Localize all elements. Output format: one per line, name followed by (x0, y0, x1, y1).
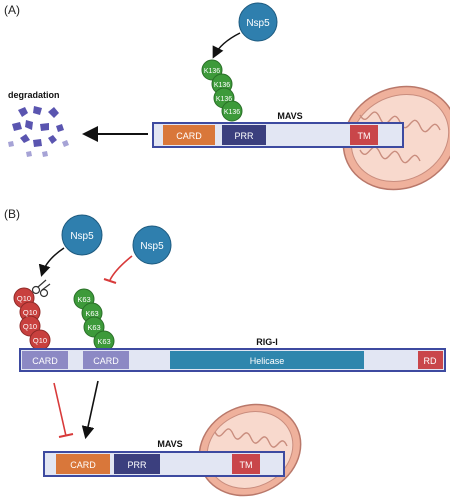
prr-domain-label: PRR (234, 131, 254, 141)
k136-ubiquitin-chain: K136 K136 K136 K136 (201, 59, 243, 122)
card-domain (56, 454, 110, 474)
rd-domain (418, 351, 443, 369)
prr-domain (222, 125, 266, 145)
k63-label: K63 (85, 309, 98, 318)
rigi-card-domain-2 (83, 351, 129, 369)
nsp5-protease-b-right: Nsp5 (132, 225, 172, 265)
mavs-title-a: MAVS (277, 111, 302, 121)
helicase-label: Helicase (250, 356, 285, 366)
card-domain-label: CARD (176, 131, 202, 141)
panel-a-label: (A) (4, 3, 20, 17)
degradation-fragments-icon (8, 106, 69, 157)
q10-ubiquitin-chain: Q10 Q10 Q10 Q10 (13, 287, 51, 351)
tm-domain (350, 125, 378, 145)
inhibit-line-to-mavs (53, 382, 67, 437)
nsp5-label: Nsp5 (70, 231, 94, 242)
mavs-protein-a: CARD PRR TM (152, 122, 404, 148)
prr-domain (114, 454, 160, 474)
rigi-protein: CARD CARD Helicase RD (19, 348, 446, 372)
nsp5-inhibit-line (109, 255, 133, 281)
prr-domain-label: PRR (127, 460, 147, 470)
rd-label: RD (424, 356, 437, 366)
rigi-card-label-1: CARD (32, 356, 58, 366)
ubiquitin-label: K136 (204, 68, 220, 75)
tm-domain (232, 454, 260, 474)
inhibit-bar (103, 278, 117, 284)
k63-label: K63 (87, 323, 100, 332)
q10-label: Q10 (33, 336, 47, 345)
card-domain (163, 125, 215, 145)
nsp5-protease-b-left: Nsp5 (61, 214, 103, 256)
k63-label: K63 (97, 337, 110, 346)
mavs-protein-b: CARD PRR TM (43, 451, 285, 477)
nsp5-arrow-a (212, 32, 241, 59)
q10-label: Q10 (23, 322, 37, 331)
nsp5-label: Nsp5 (140, 241, 164, 252)
rigi-title: RIG-I (256, 337, 278, 347)
activation-arrow-to-mavs (81, 380, 99, 440)
tm-domain-label: TM (240, 460, 253, 470)
k63-ubiquitin-chain: K63 K63 K63 K63 (73, 288, 115, 352)
inhibit-bar-mavs (58, 433, 74, 438)
k63-label: K63 (77, 295, 90, 304)
nsp5-protease-a: Nsp5 (238, 2, 278, 42)
tm-domain-label: TM (358, 131, 371, 141)
q10-label: Q10 (23, 308, 37, 317)
nsp5-label: Nsp5 (246, 18, 270, 29)
panel-b-label: (B) (4, 207, 20, 221)
ubiquitin-label: K136 (224, 109, 240, 116)
card-domain-label: CARD (70, 460, 96, 470)
rigi-card-domain-1 (22, 351, 68, 369)
ubiquitin-label: K136 (214, 82, 230, 89)
nsp5-cleave-arrow (38, 247, 65, 277)
helicase-domain (170, 351, 364, 369)
scissors-icon (31, 279, 51, 298)
mavs-title-b: MAVS (157, 439, 182, 449)
rigi-card-label-2: CARD (93, 356, 119, 366)
q10-label: Q10 (17, 294, 31, 303)
ubiquitin-label: K136 (216, 96, 232, 103)
degradation-label: degradation (8, 90, 60, 100)
mitochondrion-icon (198, 403, 302, 497)
